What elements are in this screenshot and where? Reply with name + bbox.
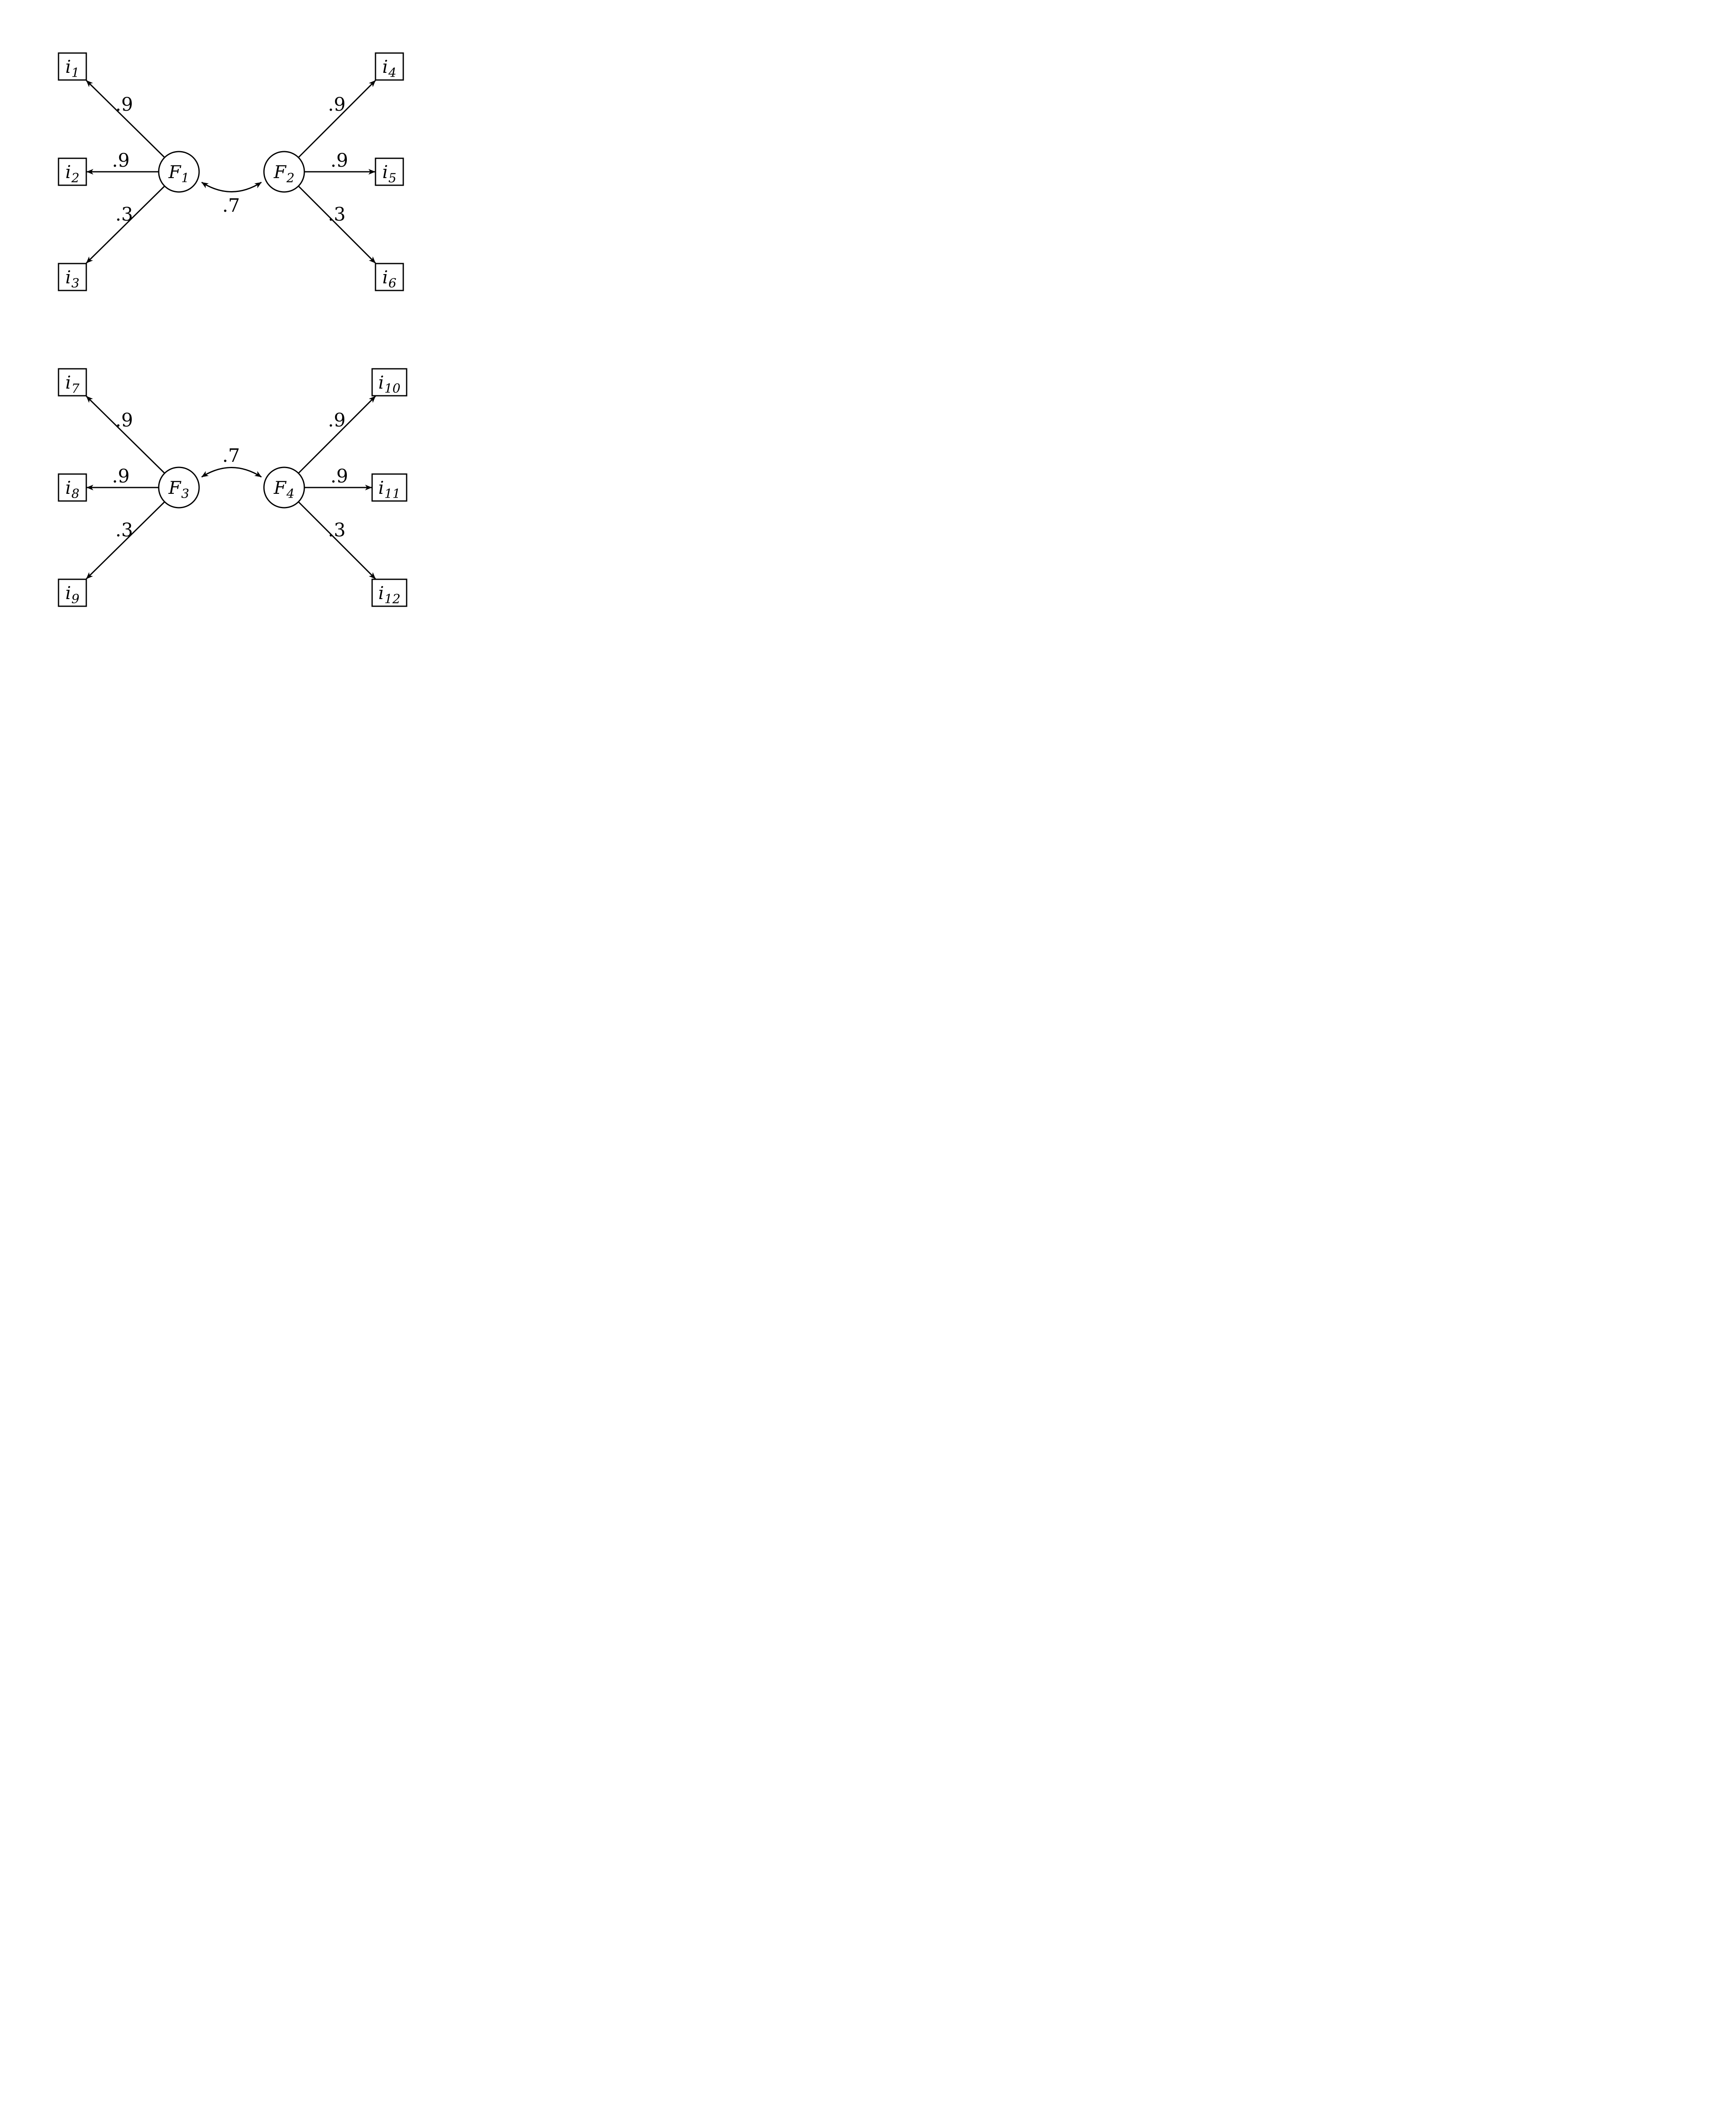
loading-label-f1-i3: .3	[115, 204, 133, 225]
edge-f3-i9	[85, 501, 165, 580]
indicator-box-i12	[371, 578, 407, 607]
indicator-label-i12: i12	[378, 583, 401, 607]
indicator-box-i9	[58, 578, 87, 607]
factor-diagram: .9 .9 .3 .9 .9 .3 .7 i1 i2 i3 i4 i5 i6 F…	[58, 52, 407, 607]
loading-label-f2-i5: .9	[330, 150, 348, 171]
factor-circle-f4	[263, 466, 305, 509]
edge-f3-i7	[85, 395, 165, 474]
loading-label-f2-i6: .3	[328, 204, 346, 225]
factor-label-f1: F1	[168, 162, 189, 186]
indicator-label-i1: i1	[65, 56, 80, 80]
indicator-box-i3	[58, 263, 87, 291]
loading-label-f4-i12: .3	[328, 520, 346, 541]
factor-circle-f1	[158, 151, 200, 193]
edge-f4-i10	[298, 395, 376, 474]
indicator-box-i2	[58, 157, 87, 186]
factor-label-f3: F3	[168, 477, 189, 501]
loading-label-f1-i2: .9	[112, 150, 130, 171]
covariance-arrow-bottom	[201, 467, 262, 478]
panel-top: .9 .9 .3 .9 .9 .3 .7 i1 i2 i3 i4 i5 i6 F…	[58, 52, 404, 291]
indicator-box-i6	[375, 263, 404, 291]
indicator-label-i8: i8	[65, 477, 80, 501]
edge-f1-i3	[85, 185, 165, 264]
loading-label-f3-i9: .3	[115, 520, 133, 541]
loading-label-f4-i11: .9	[330, 466, 348, 487]
loading-label-f4-i10: .9	[328, 410, 346, 431]
loading-label-f2-i4: .9	[328, 94, 346, 115]
factor-circle-f3	[158, 466, 200, 509]
correlation-label-top: .7	[222, 195, 240, 216]
indicator-box-i7	[58, 368, 87, 397]
indicator-label-i2: i2	[65, 162, 80, 186]
covariance-arrow-top	[201, 181, 262, 192]
edge-f2-i4	[298, 80, 376, 158]
edge-f1-i1	[85, 80, 165, 158]
correlation-label-bottom: .7	[222, 445, 240, 466]
indicator-label-i3: i3	[65, 267, 80, 291]
edge-f4-i12	[298, 501, 376, 580]
edge-f2-i6	[298, 185, 376, 264]
indicator-label-i5: i5	[382, 162, 397, 186]
loading-label-f1-i1: .9	[115, 94, 133, 115]
loading-label-f3-i7: .9	[115, 410, 133, 431]
indicator-label-i11: i11	[378, 477, 401, 501]
loading-label-f3-i8: .9	[112, 466, 130, 487]
indicator-label-i7: i7	[65, 372, 80, 396]
indicator-box-i1	[58, 52, 87, 81]
indicator-label-i4: i4	[382, 56, 397, 80]
factor-diagram-page: .9 .9 .3 .9 .9 .3 .7 i1 i2 i3 i4 i5 i6 F…	[0, 0, 459, 660]
panel-bottom: .9 .9 .3 .9 .9 .3 .7 i7 i8 i9 i10 i11 i1…	[58, 368, 407, 607]
indicator-box-i11	[371, 473, 407, 502]
indicator-box-i10	[371, 368, 407, 397]
factor-label-f2: F2	[273, 162, 294, 186]
factor-circle-f2	[263, 151, 305, 193]
indicator-box-i8	[58, 473, 87, 502]
indicator-box-i4	[375, 52, 404, 81]
indicator-label-i9: i9	[65, 583, 80, 607]
factor-label-f4: F4	[273, 477, 294, 501]
indicator-box-i5	[375, 157, 404, 186]
indicator-label-i10: i10	[378, 372, 401, 396]
indicator-label-i6: i6	[382, 267, 397, 291]
